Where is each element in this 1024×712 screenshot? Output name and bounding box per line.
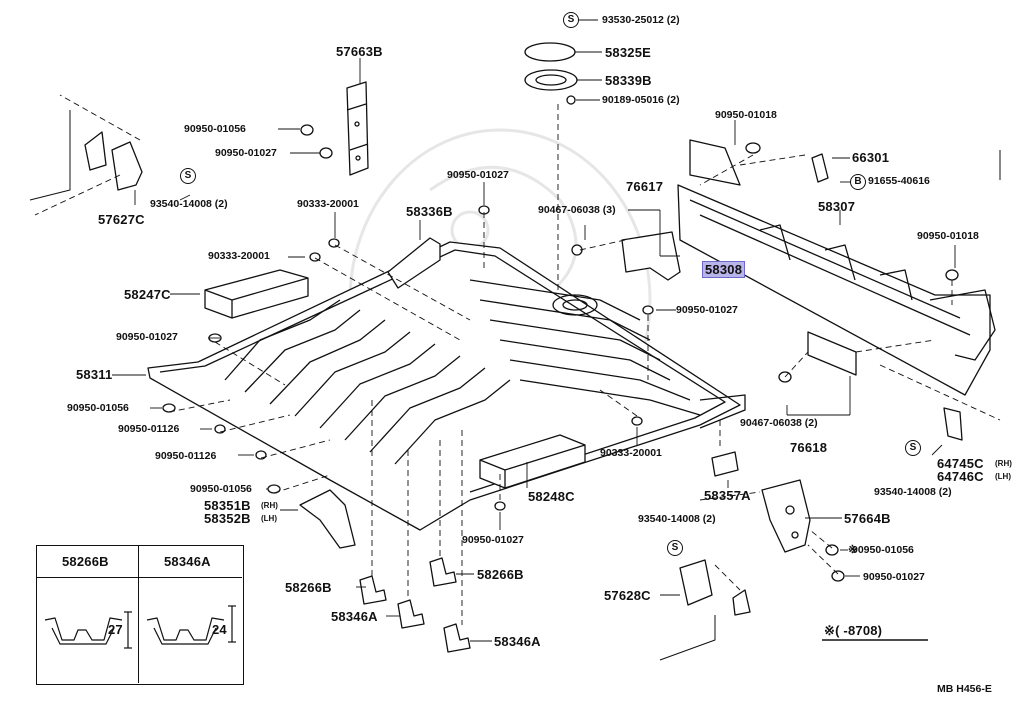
label-90333-20001-b[interactable]: 90333-20001 [208,250,270,262]
label-57627C[interactable]: 57627C [98,212,145,227]
label-90467-06038-b[interactable]: 90467-06038 (2) [740,417,818,429]
label-76617[interactable]: 76617 [626,179,664,194]
label-90950-01056-b[interactable]: 90950-01056 [67,402,129,414]
label-58248C[interactable]: 58248C [528,489,575,504]
label-58311[interactable]: 58311 [76,367,113,382]
asterisk-mark: ※ [848,544,857,556]
inset-divider [36,577,242,578]
inset-box [36,545,244,685]
label-93530-25012[interactable]: 93530-25012 (2) [602,14,680,26]
label-64745C[interactable]: 64745C [937,456,984,471]
label-90950-01126-b[interactable]: 90950-01126 [155,450,217,462]
label-58266B-b[interactable]: 58266B [477,567,524,582]
label-58308[interactable]: 58308 [702,261,746,278]
bracket-58351B [299,489,356,549]
label-90950-01018-a[interactable]: 90950-01018 [715,109,777,121]
label-93540-14008-c[interactable]: 93540-14008 (2) [874,486,952,498]
label-90950-01027-a[interactable]: 90950-01027 [215,147,277,159]
label-90950-01027-b[interactable]: 90950-01027 [676,304,738,316]
label-90950-01027-d[interactable]: 90950-01027 [116,331,178,343]
label-90950-01027-f[interactable]: 90950-01027 [863,571,925,583]
label-64746C-side: (LH) [995,472,1011,481]
clip-58346A-b [443,623,471,653]
label-90950-01126-a[interactable]: 90950-01126 [118,423,180,435]
label-90950-01027-e[interactable]: 90950-01027 [462,534,524,546]
panel-64745C [943,407,963,441]
label-93540-14008-a[interactable]: 93540-14008 (2) [150,198,228,210]
plate-76618 [807,331,857,376]
label-91655-40616[interactable]: 91655-40616 [868,175,930,187]
s-mark-icon: S [667,540,683,556]
label-58266B-a[interactable]: 58266B [285,580,332,595]
label-58351B-side: (RH) [261,501,278,510]
seal-58339B [524,69,578,91]
inset-dimension-24: 24 [212,622,227,637]
label-58351B[interactable]: 58351B [204,498,251,513]
clip-58346A-a [397,599,425,629]
label-90950-01027-c[interactable]: 90950-01027 [447,169,509,181]
label-58357A[interactable]: 58357A [704,488,751,503]
label-58336B[interactable]: 58336B [406,204,453,219]
label-90950-01018-b[interactable]: 90950-01018 [917,230,979,242]
label-90950-01056-a[interactable]: 90950-01056 [184,123,246,135]
label-66301[interactable]: 66301 [852,150,890,165]
label-64746C[interactable]: 64746C [937,469,984,484]
label-57628C[interactable]: 57628C [604,588,651,603]
block-58357A [711,451,739,477]
inset-divider [138,545,139,683]
cross-member-58307 [677,139,996,396]
bracket-57664B [761,479,811,553]
seal-58325E [524,42,576,62]
floor-pad-58248C [479,434,586,489]
label-90333-20001-a[interactable]: 90333-20001 [297,198,359,210]
label-58346A-a[interactable]: 58346A [331,609,378,624]
s-mark-icon: S [563,12,579,28]
label-90950-01056-c[interactable]: 90950-01056 [190,483,252,495]
s-mark-icon: S [180,168,196,184]
s-mark-icon: S [905,440,921,456]
inset-title-58346A: 58346A [164,554,211,569]
label-64745C-side: (RH) [995,459,1012,468]
bracket-57663B [346,81,369,176]
label-93540-14008-b[interactable]: 93540-14008 (2) [638,513,716,525]
b-mark-icon: B [850,174,866,190]
bracket-57627C [84,131,143,191]
note-date-range: ※( -8708) [824,623,883,638]
label-58247C[interactable]: 58247C [124,287,171,302]
label-58307[interactable]: 58307 [818,199,856,214]
clip-66301 [811,153,829,183]
label-58339B[interactable]: 58339B [605,73,652,88]
label-58346A-b[interactable]: 58346A [494,634,541,649]
label-58325E[interactable]: 58325E [605,45,652,60]
inset-title-58266B: 58266B [62,554,109,569]
label-90950-01056-d[interactable]: 90950-01056 [852,544,914,556]
footer-code: MB H456-E [937,683,992,695]
label-90189-05016[interactable]: 90189-05016 (2) [602,94,680,106]
inset-dimension-27: 27 [108,622,123,637]
clip-58266B-b [429,557,457,587]
label-57664B[interactable]: 57664B [844,511,891,526]
label-58352B-side: (LH) [261,514,277,523]
clip-58266B-a [359,575,387,605]
inset-profiles [44,605,236,649]
label-58352B[interactable]: 58352B [204,511,251,526]
bracket-58336B [387,237,441,289]
floor-pad-58247C [204,269,309,319]
label-90467-06038-a[interactable]: 90467-06038 (3) [538,204,616,216]
label-76618[interactable]: 76618 [790,440,828,455]
grommet-icons [162,95,959,582]
floor-pan-58311 [147,241,746,531]
reinforcement-58308 [621,231,681,281]
bracket-57628C [679,559,713,606]
label-57663B[interactable]: 57663B [336,44,383,59]
label-90333-20001-c[interactable]: 90333-20001 [600,447,662,459]
